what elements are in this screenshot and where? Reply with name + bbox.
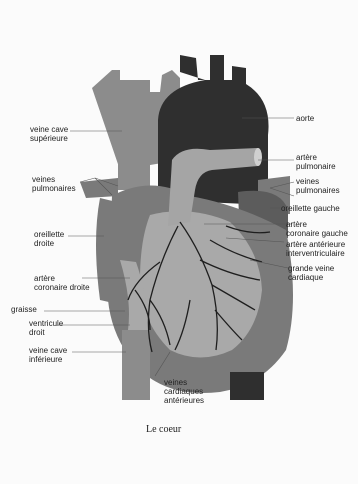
left-pulmonary-veins bbox=[80, 178, 118, 198]
label-fat: graisse bbox=[11, 305, 37, 314]
label-pulmonary-artery: artère pulmonaire bbox=[296, 153, 336, 171]
label-aorta: aorte bbox=[296, 114, 314, 123]
label-inferior-vena-cava: veine cave inférieure bbox=[29, 346, 67, 364]
label-left-coronary-artery: artère coronaire gauche bbox=[286, 220, 348, 238]
inferior-vena-cava bbox=[122, 330, 150, 400]
label-pulmonary-veins-right: veines pulmonaires bbox=[296, 177, 340, 195]
label-anterior-interventricular-artery: artère antérieure interventriculaire bbox=[286, 240, 345, 258]
label-right-coronary-artery: artère coronaire droite bbox=[34, 274, 90, 292]
descending-aorta bbox=[230, 372, 264, 400]
label-right-atrium: oreillette droite bbox=[34, 230, 64, 248]
label-anterior-cardiac-veins: veines cardiaques antérieures bbox=[164, 378, 204, 405]
pulmonary-artery-opening bbox=[254, 148, 262, 166]
label-superior-vena-cava: veine cave supérieure bbox=[30, 125, 68, 143]
label-left-atrium: oreillette gauche bbox=[281, 204, 340, 213]
label-right-ventricle: ventricule droit bbox=[29, 319, 63, 337]
label-great-cardiac-vein: grande veine cardiaque bbox=[288, 264, 334, 282]
diagram-caption: Le coeur bbox=[146, 424, 181, 435]
superior-vena-cava-trunk bbox=[118, 80, 150, 190]
label-pulmonary-veins-left: veines pulmonaires bbox=[32, 175, 76, 193]
